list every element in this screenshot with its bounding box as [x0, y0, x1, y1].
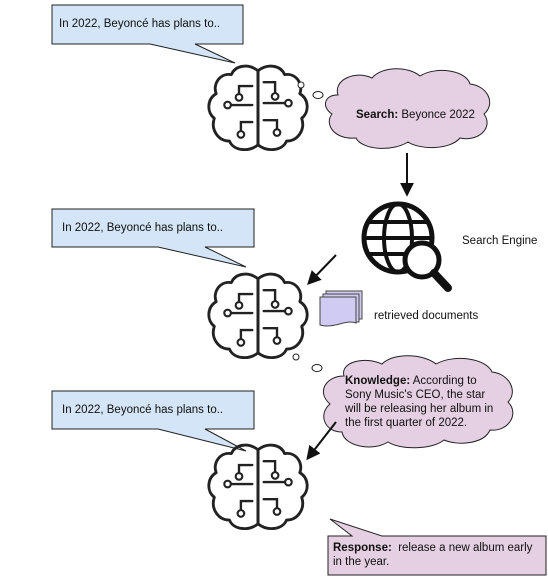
prompt-bubble-1	[51, 4, 244, 64]
globe-search-icon	[361, 201, 452, 292]
search-query: Beyonce 2022	[401, 109, 475, 121]
response-content: release a new album early in the year.	[333, 542, 533, 568]
knowledge-label: Knowledge:	[345, 375, 411, 387]
knowledge-text: Knowledge: According to Sony Music's CEO…	[345, 375, 494, 429]
search-thought-cloud	[324, 68, 491, 149]
brain-icon	[207, 443, 309, 531]
response-bubble	[327, 518, 547, 576]
arrow-icon	[306, 421, 337, 461]
prompt-text-2: In 2022, Beyoncé has plans to..	[62, 222, 224, 234]
retrieved-documents-label: retrieved documents	[374, 310, 479, 322]
response-label: Response:	[333, 542, 392, 554]
prompt-bubble-2	[51, 208, 255, 268]
prompt-text-1: In 2022, Beyoncé has plans to..	[59, 18, 221, 30]
search-label: Search:	[356, 109, 399, 121]
search-thought-text: Search: Beyonce 2022	[356, 108, 475, 122]
arrow-icon	[307, 254, 337, 286]
prompt-text-3: In 2022, Beyoncé has plans to..	[62, 404, 224, 416]
response-text: Response: release a new album early in t…	[333, 541, 543, 569]
documents-icon	[319, 290, 363, 327]
brain-icon	[207, 272, 309, 360]
prompt-bubble-3	[51, 390, 255, 452]
brain-icon	[207, 64, 309, 152]
search-engine-label: Search Engine	[462, 235, 538, 247]
